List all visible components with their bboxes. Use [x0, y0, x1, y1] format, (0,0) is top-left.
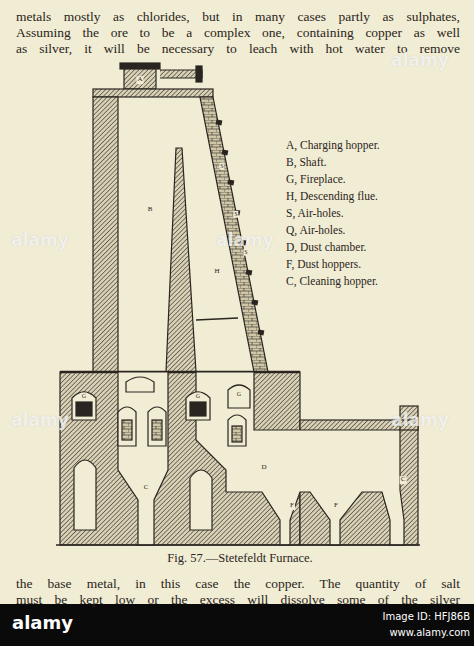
stock-url: www.alamy.com: [389, 627, 470, 638]
key-entry: H, Descending flue.: [286, 190, 378, 203]
callout-letter: H: [213, 268, 220, 276]
callout-letter: D: [260, 464, 267, 472]
key-entry: Q, Air-holes.: [286, 224, 346, 237]
key-entry: G, Fireplace.: [286, 173, 346, 186]
callout-letter: S: [219, 163, 224, 170]
furnace-drawing: [56, 63, 420, 545]
callout-letter: F: [289, 502, 295, 510]
watermark: alamy: [391, 51, 449, 70]
key-entry: C, Cleaning hopper.: [286, 275, 378, 288]
stock-id: Image ID: HFJ86B: [383, 611, 471, 622]
callout-letter: G: [195, 393, 201, 400]
callout-letter: S: [243, 249, 248, 256]
callout-letter: G: [81, 393, 87, 400]
stock-bar: [0, 604, 474, 646]
callout-letter: G: [236, 391, 242, 398]
body-text: Assuming the ore to be a complex one, co…: [16, 26, 460, 41]
key-entry: A, Charging hopper.: [286, 139, 380, 152]
key-entry: B, Shaft.: [286, 156, 327, 169]
watermark: alamy: [216, 231, 274, 250]
key-entry: D, Dust chamber.: [286, 241, 366, 254]
watermark: alamy: [11, 411, 69, 430]
callout-letter: A: [136, 76, 143, 84]
stock-logo: alamy: [12, 613, 73, 633]
callout-letter: C: [143, 484, 150, 492]
callout-letter: F: [333, 502, 339, 510]
callout-letter: S: [233, 211, 238, 218]
figure-caption: Fig. 57.—Stetefeldt Furnace.: [167, 552, 312, 566]
callout-letter: C: [400, 476, 407, 484]
key-entry: F, Dust hoppers.: [286, 258, 361, 271]
key-entry: S, Air-holes.: [286, 207, 344, 220]
body-text: metals mostly as chlorides, but in many …: [16, 10, 460, 25]
watermark: alamy: [391, 411, 449, 430]
watermark: alamy: [11, 231, 69, 250]
body-text: the base metal, in this case the copper.…: [16, 577, 460, 592]
body-text: must be kept low or the excess will diss…: [16, 593, 460, 608]
callout-letter: B: [147, 206, 154, 214]
